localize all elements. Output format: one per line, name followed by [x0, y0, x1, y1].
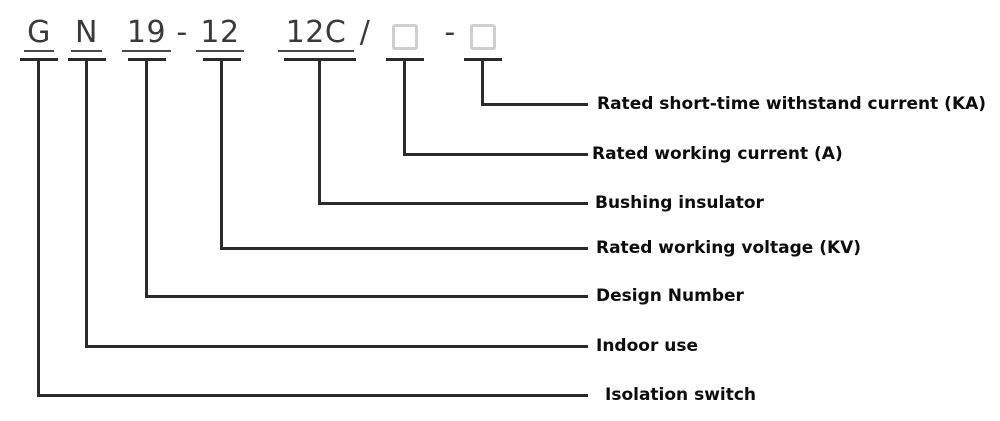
legend-label-design-number: Design Number [596, 286, 744, 306]
legend-label-isolation-switch: Isolation switch [605, 385, 757, 405]
leader-hline-indoor-use [85, 345, 588, 348]
leader-hline-rated-working-voltage [220, 247, 588, 250]
legend-label-short-time-withstand-current: Rated short-time withstand current (KA) [597, 94, 987, 114]
code-placeholder-square-current [392, 24, 418, 50]
code-token-19: 19 [122, 18, 171, 52]
code-token-dash-1: - [176, 15, 188, 50]
legend-label-rated-working-current: Rated working current (A) [592, 144, 843, 164]
leader-vline-isolation-switch [37, 58, 40, 397]
leader-hline-rated-working-current [403, 153, 588, 156]
leader-hline-design-number [145, 295, 588, 298]
legend-label-rated-working-voltage: Rated working voltage (KV) [596, 238, 862, 258]
leader-vline-design-number [145, 58, 148, 298]
code-token-n: N [71, 18, 102, 52]
leader-vline-indoor-use [85, 58, 88, 348]
leader-hline-short-time-withstand-current [481, 103, 588, 106]
code-token-12c: 12C [278, 18, 354, 52]
code-placeholder-square-withstand [470, 24, 496, 50]
legend-label-indoor-use: Indoor use [596, 336, 699, 356]
leader-vline-short-time-withstand-current [481, 58, 484, 106]
code-token-slash: / [359, 15, 371, 50]
code-token-12: 12 [196, 18, 244, 52]
leader-vline-rated-working-voltage [220, 58, 223, 250]
leader-vline-rated-working-current [403, 58, 406, 156]
leader-hline-isolation-switch [37, 394, 588, 397]
legend-label-bushing-insulator: Bushing insulator [595, 193, 764, 213]
leader-vline-bushing-insulator [318, 58, 321, 205]
code-token-g: G [24, 18, 54, 52]
leader-hline-bushing-insulator [318, 202, 588, 205]
code-token-dash-2: - [444, 15, 456, 50]
